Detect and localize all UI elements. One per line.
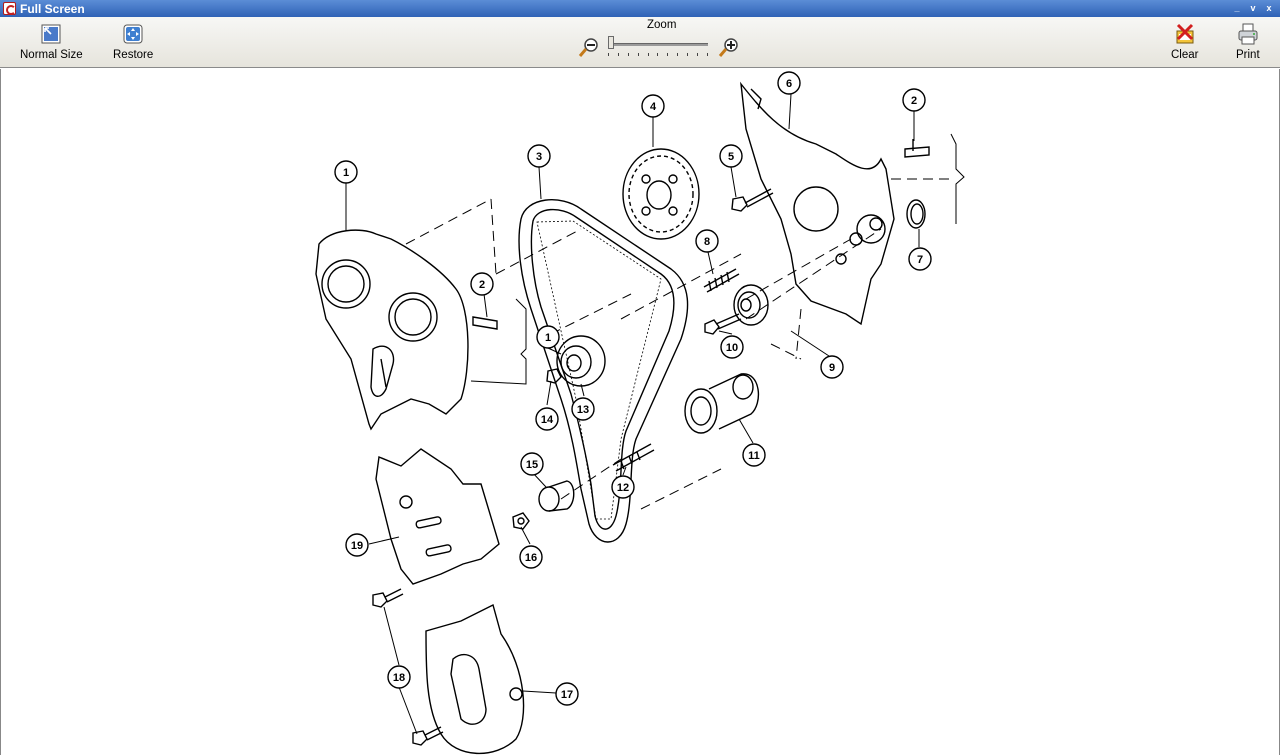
callout-number: 14 [541, 414, 554, 426]
callout-number: 7 [917, 254, 923, 266]
callout-circle [520, 452, 544, 476]
callout-circle [611, 475, 635, 499]
zoom-in-icon[interactable] [718, 36, 740, 58]
water-pump-part [684, 373, 760, 434]
print-button[interactable]: Print [1236, 23, 1260, 61]
printer-icon [1238, 23, 1258, 45]
zoom-out-icon[interactable] [578, 36, 600, 58]
restore-button[interactable]: Restore [113, 23, 153, 61]
zoom-ticks [608, 53, 708, 56]
print-label: Print [1236, 49, 1260, 61]
callout-circle [742, 443, 766, 467]
restore-label: Restore [113, 49, 154, 61]
callout-number: 2 [479, 279, 485, 291]
callout-circle [720, 335, 744, 359]
zoom-label: Zoom [647, 19, 677, 31]
callout-circle [777, 71, 801, 95]
zoom-slider-track[interactable] [608, 43, 708, 46]
normal-size-icon [41, 24, 61, 44]
callout-circle [571, 397, 595, 421]
callout-number: 16 [525, 552, 537, 564]
callout-circle [470, 272, 494, 296]
rear-timing-cover-part [740, 81, 895, 326]
callout-circle [387, 665, 411, 689]
callout-circle [535, 407, 559, 431]
callout-circle [641, 94, 665, 118]
normal-size-button[interactable]: Normal Size [20, 23, 83, 61]
callout-circle [527, 144, 551, 168]
nut-14-part [546, 368, 562, 384]
clip-2-upper-part [904, 139, 930, 158]
zoom-slider-thumb[interactable] [608, 36, 614, 49]
toolbar: Normal Size Restore Zoom [0, 17, 1280, 68]
camshaft-sprocket-part [622, 148, 700, 240]
lower-pulley-cover-17-part [425, 603, 525, 755]
seal-7-part [906, 199, 926, 229]
callout-circle [820, 355, 844, 379]
callout-number: 2 [911, 95, 917, 107]
bracket-marks [470, 133, 965, 385]
callout-number: 17 [561, 689, 573, 701]
stud-12-part [612, 443, 655, 472]
front-timing-cover-part [315, 229, 469, 431]
restore-icon [123, 24, 143, 44]
callout-number: 10 [726, 342, 738, 354]
nut-16-part [512, 512, 530, 530]
callout-number: 18 [393, 672, 405, 684]
restore-window-button[interactable]: v [1250, 3, 1256, 13]
bolt-18-part [372, 588, 444, 746]
reference-lines [405, 178, 951, 510]
callout-circle [519, 545, 543, 569]
callout-number: 6 [786, 78, 792, 90]
spacer-15-part [538, 480, 575, 512]
callout-number: 3 [536, 151, 542, 163]
callout-number: 11 [748, 450, 760, 462]
callout-circle [555, 682, 579, 706]
window-title: Full Screen [20, 1, 85, 16]
zoom-control [578, 34, 743, 64]
tensioner-pulley-part [556, 335, 606, 387]
callout-circle [345, 533, 369, 557]
clear-button[interactable]: Clear [1171, 23, 1198, 61]
callout-number: 13 [577, 404, 589, 416]
window-titlebar: Full Screen _ v x [0, 0, 1280, 17]
close-window-button[interactable]: x [1266, 3, 1272, 13]
idler-pulley-part [733, 284, 769, 326]
clip-2-lower-part [472, 316, 498, 330]
callout-number: 5 [728, 151, 734, 163]
callout-number: 19 [351, 540, 363, 552]
timing-belt-part [518, 199, 689, 543]
callout-circle [719, 144, 743, 168]
clear-label: Clear [1171, 49, 1199, 61]
app-icon [3, 2, 16, 15]
stud-8-part [703, 268, 740, 293]
callout-circle [902, 88, 926, 112]
callout-number: 15 [526, 459, 538, 471]
callout-circle [334, 160, 358, 184]
lower-cover-19-part [375, 448, 500, 585]
callout-number: 12 [617, 482, 629, 494]
callout-number: 4 [650, 101, 657, 113]
normal-size-label: Normal Size [20, 49, 83, 61]
minimize-button[interactable]: _ [1234, 3, 1240, 13]
callout-circle [695, 229, 719, 253]
callout-number: 8 [704, 236, 710, 248]
callout-circle [908, 247, 932, 271]
clear-icon [1176, 23, 1194, 44]
callout-number: 1 [545, 332, 551, 344]
callout-number: 9 [829, 362, 835, 374]
leader-lines [345, 93, 920, 735]
bolt-5-part [731, 188, 774, 212]
callout-number: 1 [343, 167, 349, 179]
callout-circle [536, 325, 560, 349]
bolt-10-part [704, 313, 742, 335]
